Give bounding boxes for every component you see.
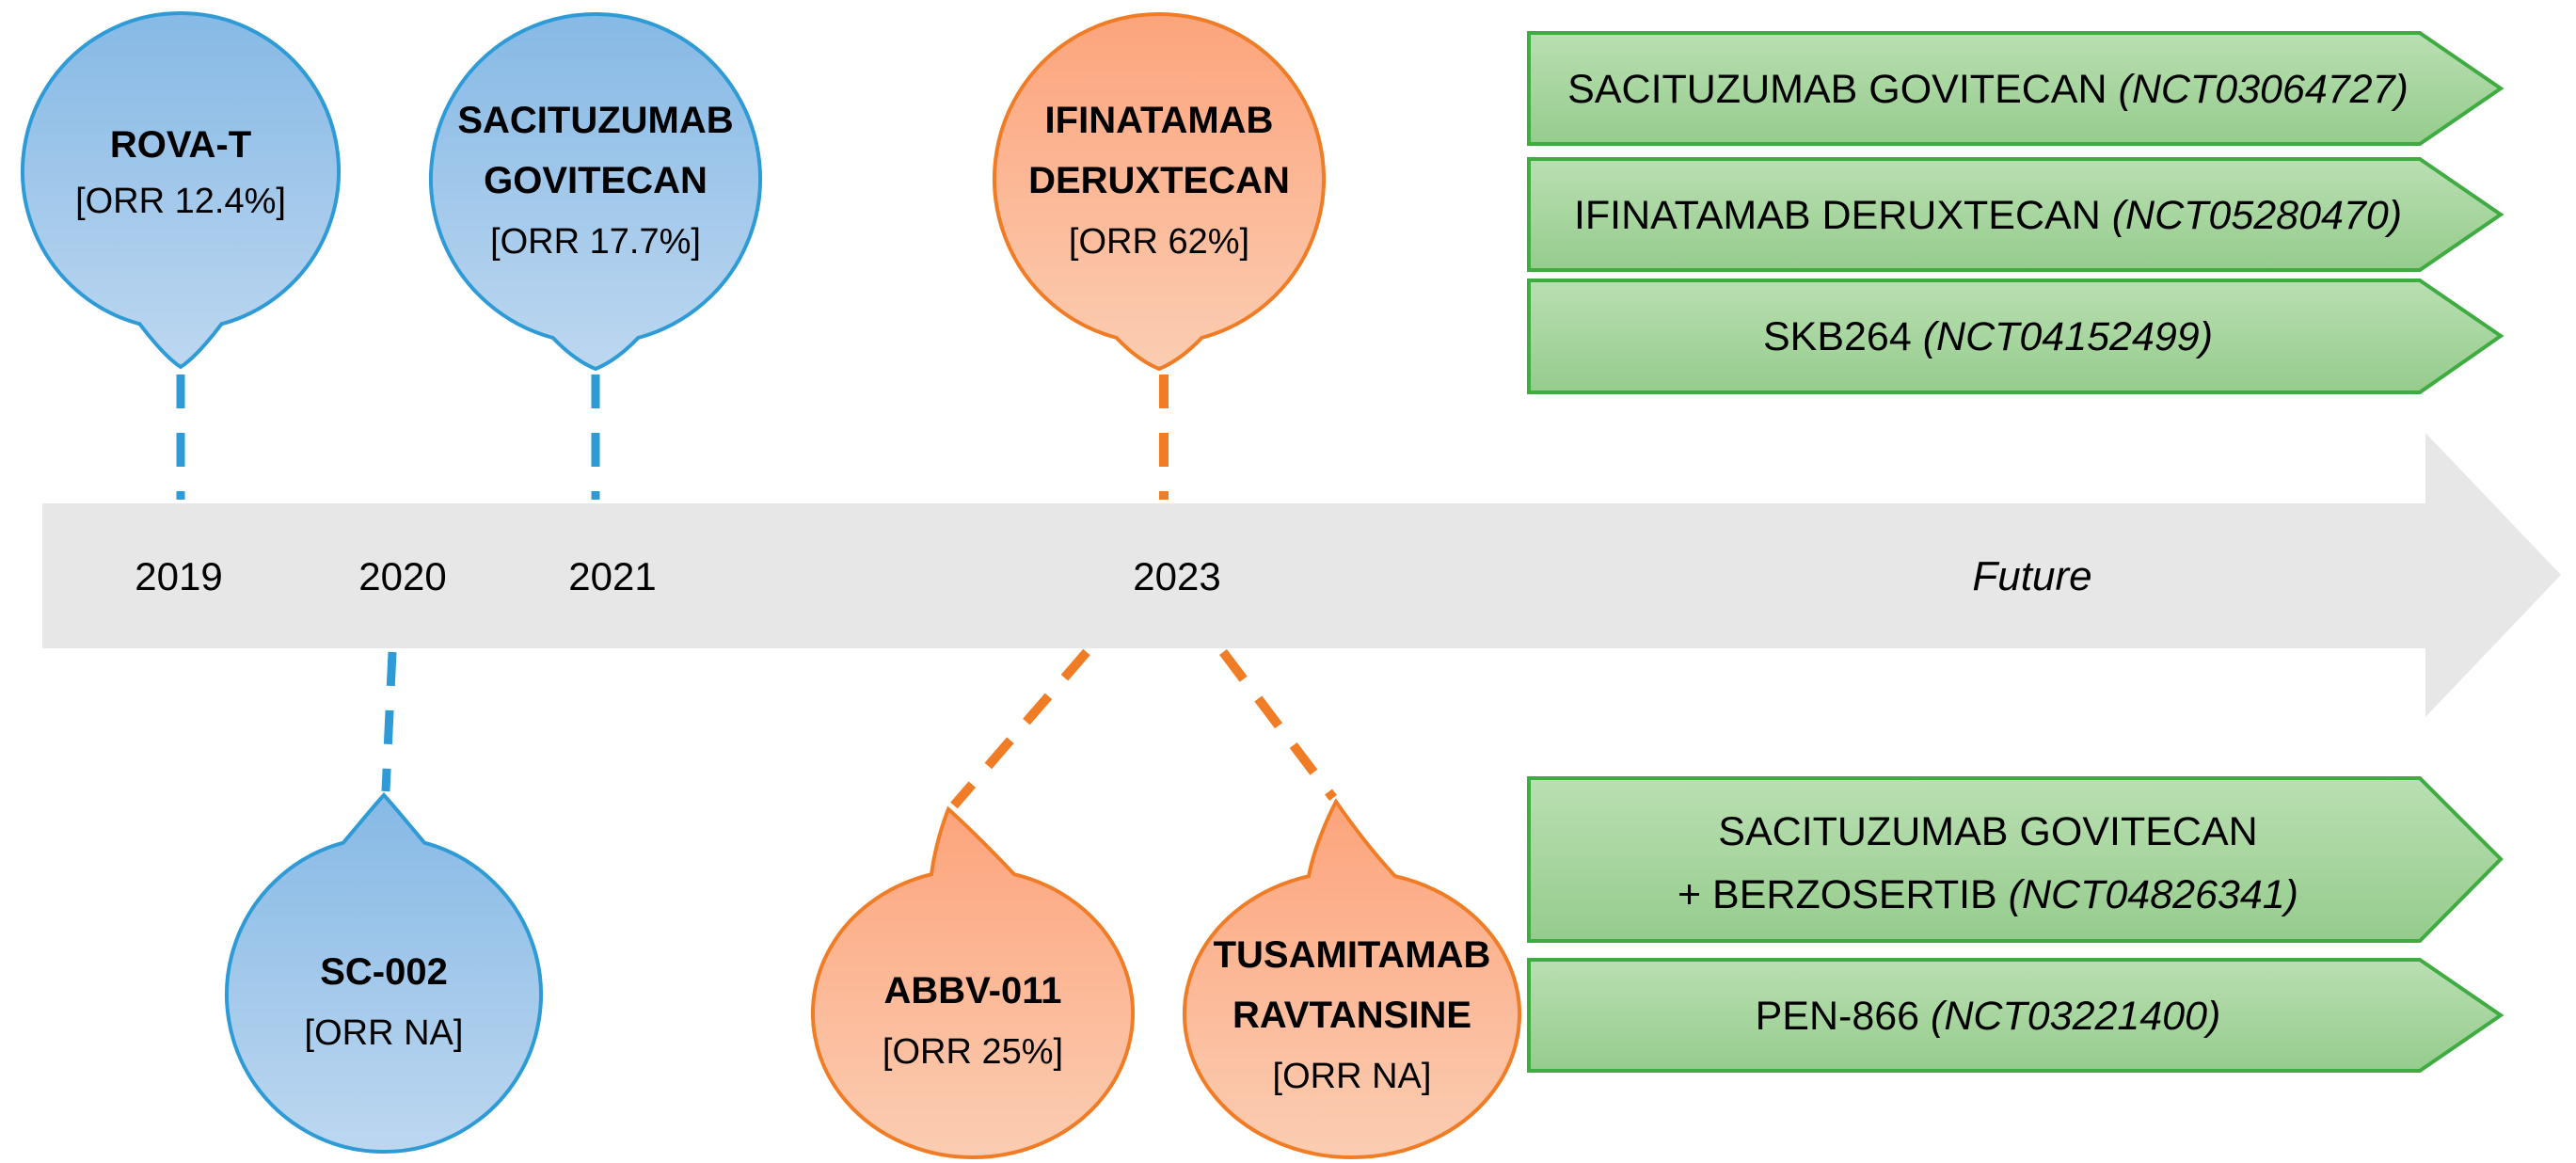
connector-sc-002: [381, 651, 397, 792]
banner-skb264-trial: [1527, 279, 2504, 394]
balloon-abbv-011-orr: [ORR 25%]: [883, 1032, 1063, 1072]
balloon-rova-t-name: ROVA-T: [110, 124, 251, 166]
balloon-sc-002-name: SC-002: [320, 951, 448, 993]
banner-skb264-trial-label: SKB264 (NCT04152499): [1763, 314, 2213, 359]
banner-sacituzumab-trial-label: SACITUZUMAB GOVITECAN (NCT03064727): [1567, 67, 2409, 112]
banner-sacituzumab-berzosertib-label-line2: + BERZOSERTIB (NCT04826341): [1678, 872, 2298, 917]
connector-tusamitamab: [1219, 648, 1337, 802]
banner-sacituzumab-berzosertib-trial: [1527, 776, 2504, 943]
future-label: Future: [1972, 553, 2091, 599]
balloon-ifinatamab-deruxtecan: [993, 11, 1326, 372]
balloon-sc-002-orr: [ORR NA]: [305, 1013, 464, 1053]
balloon-sacituzumab-name-line1: SACITUZUMAB: [457, 100, 733, 141]
year-2019: 2019: [135, 554, 222, 598]
balloon-tusamitamab-name-line2: RAVTANSINE: [1232, 995, 1471, 1036]
balloon-ifinatamab-name-line2: DERUXTECAN: [1028, 160, 1290, 201]
banner-ifinatamab-trial-label: IFINATAMAB DERUXTECAN (NCT05280470): [1574, 193, 2402, 238]
balloon-ifinatamab-orr: [ORR 62%]: [1069, 222, 1249, 262]
balloon-sacituzumab-name-line2: GOVITECAN: [484, 160, 708, 201]
year-2020: 2020: [358, 554, 446, 598]
banner-pen-866-trial: [1527, 958, 2504, 1073]
banner-sacituzumab-trial: [1527, 31, 2504, 146]
balloon-rova-t-orr: [ORR 12.4%]: [75, 182, 286, 221]
connector-abbv-011: [950, 648, 1090, 809]
balloon-tusamitamab-name-line1: TUSAMITAMAB: [1214, 934, 1491, 976]
balloon-abbv-011: [811, 805, 1135, 1159]
balloon-sacituzumab-govitecan: [429, 11, 762, 372]
year-2023: 2023: [1133, 554, 1220, 598]
balloon-abbv-011-name: ABBV-011: [884, 970, 1062, 1012]
balloon-sc-002: [225, 792, 543, 1155]
balloon-tusamitamab-orr: [ORR NA]: [1273, 1057, 1432, 1096]
balloon-ifinatamab-name-line1: IFINATAMAB: [1045, 100, 1274, 141]
timeline-band: [42, 503, 2425, 648]
banner-sacituzumab-berzosertib-label-line1: SACITUZUMAB GOVITECAN: [1718, 809, 2257, 854]
balloon-tusamitamab-ravtansine: [1183, 798, 1521, 1159]
year-2021: 2021: [568, 554, 656, 598]
balloon-sacituzumab-orr: [ORR 17.7%]: [490, 222, 701, 262]
timeline-arrowhead: [2425, 433, 2561, 717]
balloon-rova-t: [21, 11, 341, 370]
banner-ifinatamab-trial: [1527, 157, 2504, 272]
banner-pen-866-trial-label: PEN-866 (NCT03221400): [1756, 994, 2221, 1039]
